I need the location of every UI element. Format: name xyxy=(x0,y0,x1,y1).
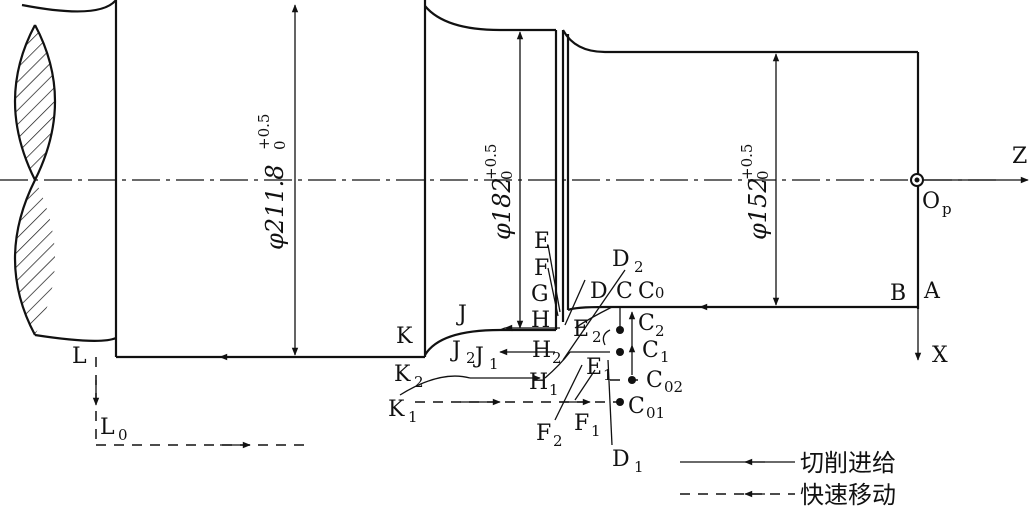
z-label: Z xyxy=(1012,144,1027,169)
svg-text:2: 2 xyxy=(655,322,665,340)
svg-text:C: C xyxy=(628,394,645,419)
svg-text:C: C xyxy=(646,368,663,393)
svg-text:F: F xyxy=(574,411,589,436)
svg-text:2: 2 xyxy=(592,328,602,346)
svg-text:O: O xyxy=(922,189,940,214)
svg-text:H: H xyxy=(531,308,550,333)
svg-text:E: E xyxy=(534,229,550,254)
dim-text-211: φ211.8 +0.5 0 xyxy=(255,114,289,250)
svg-text:J: J xyxy=(473,344,484,369)
dim-text-182: φ182 +0.5 0 xyxy=(482,144,516,240)
svg-text:C: C xyxy=(638,311,655,336)
legend-dashed-text: 快速移动 xyxy=(800,481,896,509)
svg-text:1: 1 xyxy=(549,381,559,399)
svg-text:H: H xyxy=(529,370,548,395)
section-hatch xyxy=(15,25,55,335)
svg-text:G: G xyxy=(531,282,549,307)
svg-text:D: D xyxy=(612,447,630,472)
svg-text:+0.5: +0.5 xyxy=(482,144,500,180)
svg-text:F: F xyxy=(536,421,551,446)
svg-text:+0.5: +0.5 xyxy=(255,114,273,150)
svg-text:D: D xyxy=(612,247,630,272)
svg-text:A: A xyxy=(923,279,941,304)
svg-text:1: 1 xyxy=(591,422,601,440)
legend-solid-text: 切削进给 xyxy=(800,449,896,477)
svg-text:0: 0 xyxy=(498,170,516,180)
svg-text:2: 2 xyxy=(466,349,476,367)
svg-text:F: F xyxy=(534,256,549,281)
svg-text:J: J xyxy=(450,338,461,363)
origin-label: O p xyxy=(922,189,952,218)
svg-text:D: D xyxy=(590,279,608,304)
svg-text:C: C xyxy=(642,338,659,363)
svg-text:E: E xyxy=(586,355,602,380)
svg-text:1: 1 xyxy=(603,366,613,384)
svg-text:1: 1 xyxy=(634,458,644,476)
svg-text:C: C xyxy=(616,279,633,304)
svg-text:2: 2 xyxy=(634,258,644,276)
cutting-path xyxy=(92,303,918,449)
svg-text:K: K xyxy=(394,362,411,387)
svg-text:0: 0 xyxy=(271,140,289,150)
svg-text:0: 0 xyxy=(118,426,128,444)
svg-text:+0.5: +0.5 xyxy=(738,144,756,180)
svg-text:2: 2 xyxy=(553,432,563,450)
svg-text:1: 1 xyxy=(408,408,418,426)
svg-text:1: 1 xyxy=(660,348,670,366)
svg-text:0: 0 xyxy=(754,170,772,180)
legend: 切削进给 快速移动 xyxy=(680,449,896,509)
svg-text:C0: C0 xyxy=(638,279,664,304)
x-label: X xyxy=(932,343,948,368)
inner-passes xyxy=(399,244,640,446)
svg-text:φ182: φ182 xyxy=(488,177,516,240)
svg-text:J: J xyxy=(456,302,467,327)
svg-text:p: p xyxy=(942,200,952,218)
svg-text:H: H xyxy=(532,338,551,363)
svg-text:E: E xyxy=(573,317,589,342)
svg-text:1: 1 xyxy=(489,355,499,373)
svg-text:B: B xyxy=(890,281,906,306)
svg-text:L: L xyxy=(72,344,87,369)
svg-text:2: 2 xyxy=(414,373,424,391)
svg-text:φ211.8: φ211.8 xyxy=(261,164,289,250)
svg-text:K: K xyxy=(396,324,413,349)
dim-text-152: φ152 +0.5 0 xyxy=(738,144,772,240)
svg-text:K: K xyxy=(388,397,405,422)
svg-text:02: 02 xyxy=(664,378,683,396)
point-labels: A B D C C0 D 2 C 2 C 1 C 02 C 01 E F G H… xyxy=(72,229,941,476)
svg-text:φ152: φ152 xyxy=(744,177,772,240)
svg-text:2: 2 xyxy=(552,349,562,367)
svg-text:01: 01 xyxy=(646,404,665,422)
svg-text:L: L xyxy=(100,415,115,440)
